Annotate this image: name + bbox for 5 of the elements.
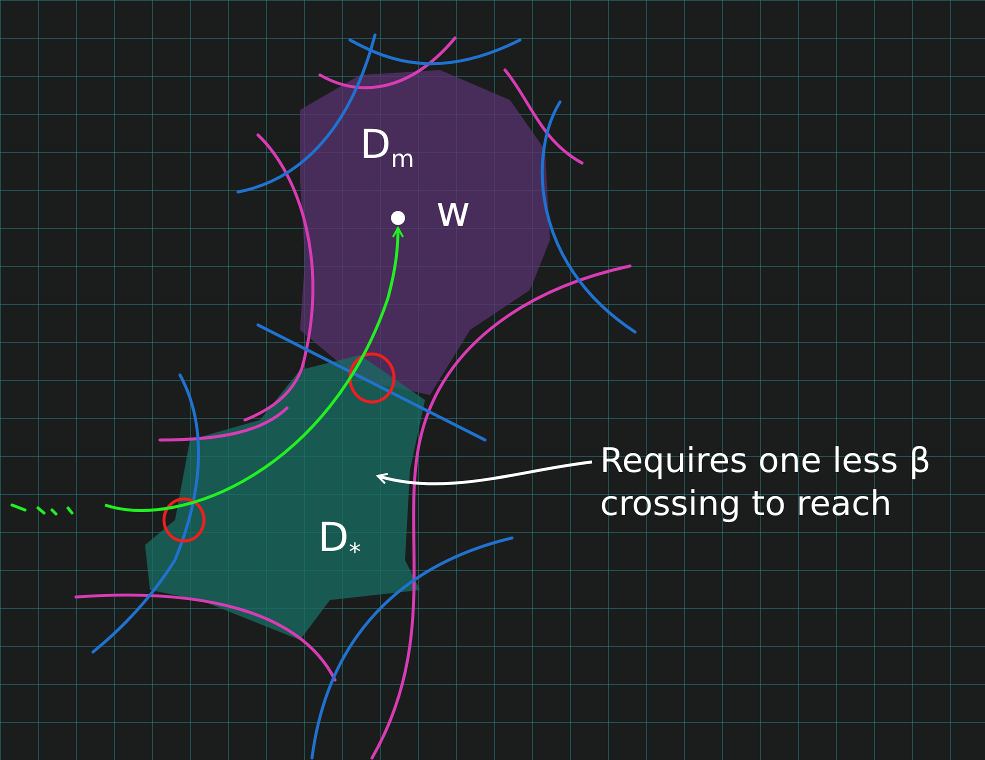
arrow <box>104 227 404 512</box>
region-label: D$_{m}$ <box>360 125 414 171</box>
annotation-text: Requires one less β crossing to reach <box>600 440 985 525</box>
region-label: D$_{*}$ <box>318 518 361 564</box>
point-label: w <box>436 191 470 233</box>
